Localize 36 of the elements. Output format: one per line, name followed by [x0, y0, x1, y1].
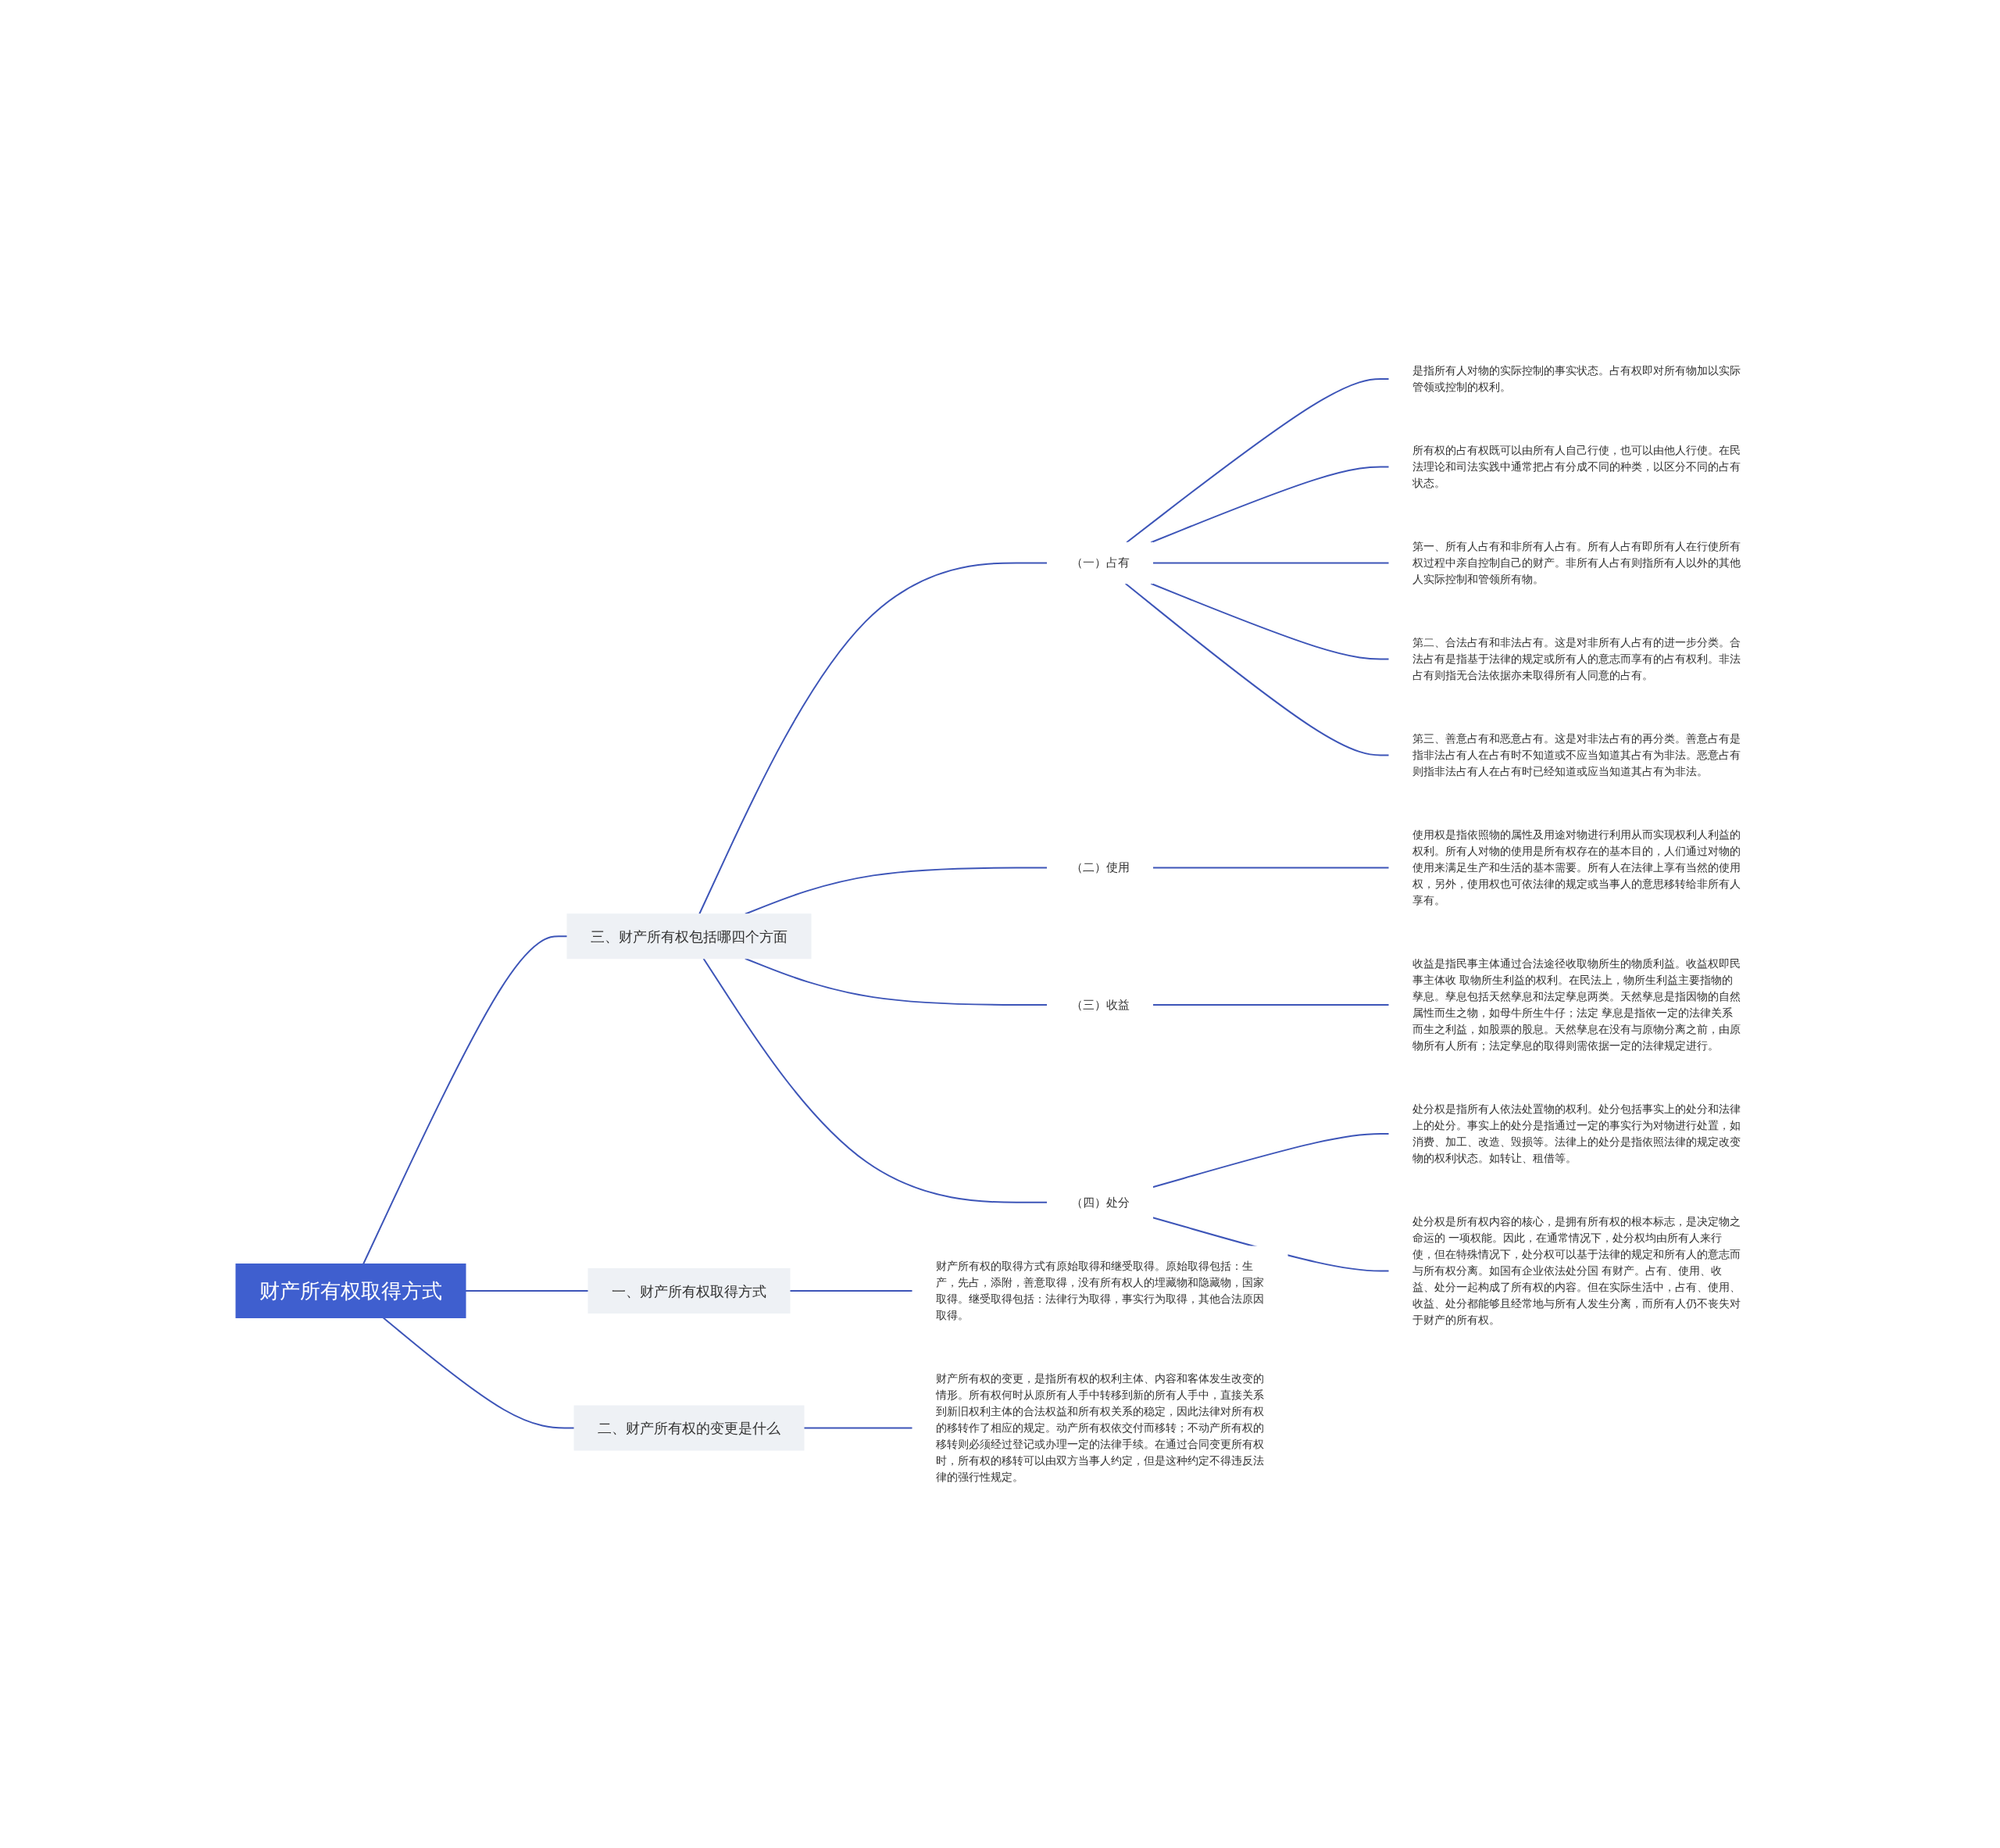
- connector: [362, 935, 568, 1265]
- node-box: 一、财产所有权取得方式: [588, 1268, 791, 1314]
- connector: [789, 1290, 913, 1292]
- connector: [1152, 1004, 1390, 1006]
- node-box: 财产所有权取得方式: [235, 1264, 466, 1318]
- node-text: （四）处分: [1070, 1195, 1130, 1210]
- node-text: 第三、善意占有和恶意占有。这是对非法占有的再分类。善意占有是指非法占有人在占有时不知道或不应当知道其占有为非法。恶意占有则指非法占有人在占有时已经知道或应当知道其占有为非法。: [1412, 732, 1741, 777]
- node-text: 处分权是指所有人依法处置物的权利。处分包括事实上的处分和法律上的处分。事实上的处分是指通过一定的事实行为对物进行处置，如消费、加工、改造、毁损等。法律上的处分是指依照法律的规定改变物的权利状态。如转让、租借等。: [1412, 1103, 1741, 1164]
- connector: [744, 867, 1048, 915]
- connector: [1126, 378, 1390, 544]
- node-text: 是指所有人对物的实际控制的事实状态。占有权即对所有物加以实际管领或控制的权利。: [1412, 364, 1741, 393]
- node-text: （一）占有: [1070, 556, 1130, 570]
- node-box: 二、财产所有权的变更是什么: [573, 1405, 805, 1451]
- connector: [382, 1317, 575, 1429]
- node-text: 处分权是所有权内容的核心，是拥有所有权的根本标志，是决定物之命运的 一项权能。因此，在通常情况下，处分权均由所有人来行使，但在特殊情况下，处分权可以基于法律的规定和所有人的意志而与所有权分离。如国有企业依法处分国 有财产。占有、使用、收益、处分一起构成了所有权的内容。但在实际生活中，占有、使用、收益、处分都能够且经常地与所有人发生分离，而所有人仍不丧失对于财产的所有权。: [1412, 1215, 1741, 1326]
- connector: [1150, 466, 1390, 544]
- connector: [1152, 1133, 1390, 1189]
- node-text: 财产所有权的取得方式有原始取得和继受取得。原始取得包括：生产，先占，添附，善意取得，没有所有权人的埋藏物和隐藏物，国家取得。继受取得包括：法律行为取得，事实行为取得，其他合法原因取得。: [936, 1260, 1264, 1321]
- node-text: 第一、所有人占有和非所有人占有。所有人占有即所有人在行使所有权过程中亲自控制自己的财产。非所有人占有则指所有人以外的其他人实际控制和管领所有物。: [1412, 540, 1741, 585]
- connector: [1124, 582, 1390, 756]
- node-text: 所有权的占有权既可以由所有人自己行使，也可以由他人行使。在民法理论和司法实践中通常把占有分成不同的种类，以区分不同的占有状态。: [1412, 444, 1741, 489]
- node-text: 财产所有权的变更，是指所有权的权利主体、内容和客体发生改变的情形。所有权何时从原所有人手中转移到新的所有人手中，直接关系到新旧权利主体的合法权益和所有权关系的稳定，因此法律对所有权的移转作了相应的规定。动产所有权依交付而移转；不动产所有权的移转则必须经过登记或办理一定的法律手续。在通过合同变更所有权时，所有权的移转可以由双方当事人约定，但是这种约定不得违反法律的强行性规定。: [936, 1372, 1264, 1483]
- connector: [1152, 562, 1390, 564]
- node-text: 第二、合法占有和非法占有。这是对非所有人占有的进一步分类。合法占有是指基于法律的规定或所有人的意志而享有的占有权利。非法占有则指无合法依据亦未取得所有人同意的占有。: [1412, 636, 1741, 681]
- node-text: 使用权是指依照物的属性及用途对物进行利用从而实现权利人利益的权利。所有人对物的使用是所有权存在的基本目的，人们通过对物的使用来满足生产和生活的基本需要。所有人在法律上享有当然的使用权，另外，使用权也可依法律的规定或当事人的意思移转给非所有人享有。: [1412, 828, 1741, 906]
- connector: [698, 562, 1048, 915]
- connector: [1152, 867, 1390, 869]
- connector: [702, 957, 1048, 1203]
- connector: [465, 1290, 589, 1292]
- node-text: （三）收益: [1070, 997, 1130, 1012]
- node-text: 收益是指民事主体通过合法途径收取物所生的物质利益。收益权即民事主体收 取物所生利益的权利。在民法上，物所生利益主要指物的孳息。孳息包括天然孳息和法定孳息两类。天然孳息是指因物的自然属性而生之物，如母牛所生牛仔；法定 孳息是指依一定的法律关系而生之利益，如股票的股息。天然孳息在没有与原物分离之前，由原物所有人所有；法定孳息的取得则需依据一定的法律规定进行。: [1412, 957, 1741, 1052]
- connector: [744, 957, 1048, 1006]
- connector: [1150, 582, 1390, 660]
- connector: [803, 1427, 913, 1429]
- node-text: （二）使用: [1070, 860, 1130, 875]
- node-box: 三、财产所有权包括哪四个方面: [566, 913, 812, 960]
